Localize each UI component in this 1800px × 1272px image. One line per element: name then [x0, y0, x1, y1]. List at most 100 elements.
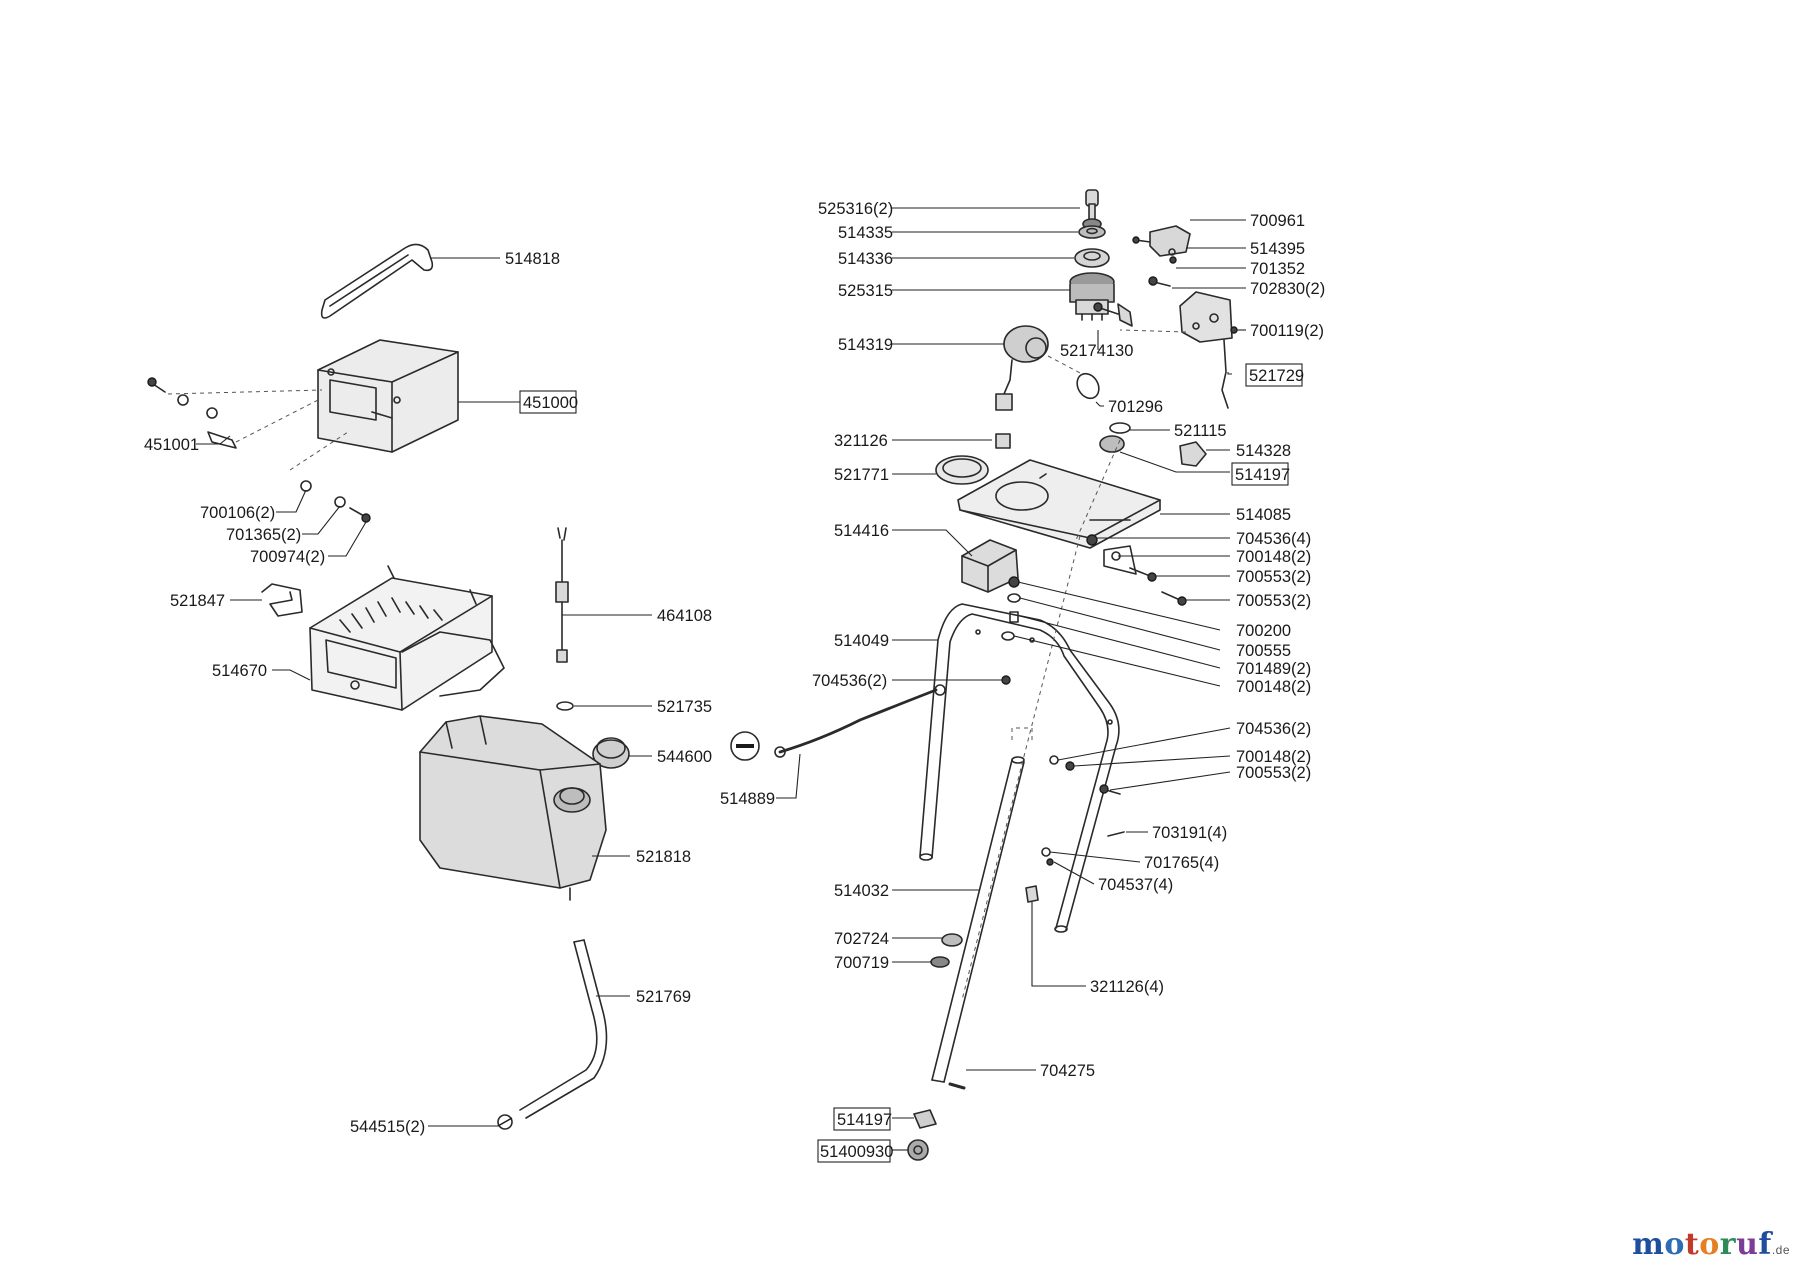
- logo-wordmark: motoruf: [1632, 1227, 1772, 1262]
- label-700553-c: 700553(2): [1236, 764, 1311, 782]
- plate-fasteners: [1075, 439, 1187, 606]
- logo-letter: u: [1736, 1227, 1759, 1262]
- label-514049: 514049: [834, 632, 889, 650]
- switch-plate-part: [1119, 291, 1238, 409]
- label-701352: 701352: [1250, 260, 1305, 278]
- label-700148-c: 700148(2): [1236, 748, 1311, 766]
- label-514670: 514670: [212, 662, 267, 680]
- label-521818: 521818: [636, 848, 691, 866]
- logo-letter: m: [1632, 1227, 1665, 1262]
- logo-domain-suffix: .de: [1771, 1243, 1790, 1257]
- label-514416: 514416: [834, 522, 889, 540]
- label-704275: 704275: [1040, 1062, 1095, 1080]
- label-464108: 464108: [657, 607, 712, 625]
- label-700553-a: 700553(2): [1236, 568, 1311, 586]
- label-701765: 701765(4): [1144, 854, 1219, 872]
- label-514335: 514335: [838, 224, 893, 242]
- nut-704536b-part: [1001, 675, 1011, 685]
- nut-514336-part: [1074, 248, 1110, 268]
- pin-704275-part: [948, 1082, 966, 1090]
- bracket-52174130-part: [1093, 302, 1133, 327]
- ring-514335-part: [1078, 225, 1106, 239]
- label-704536-2a: 704536(2): [812, 672, 887, 690]
- label-514197-top: 514197: [1235, 466, 1290, 484]
- clip-701296-part: [1047, 355, 1100, 400]
- fitting-321126-part: [995, 433, 1011, 449]
- label-700555: 700555: [1236, 642, 1291, 660]
- label-451000: 451000: [523, 394, 578, 412]
- handlebar-514049-part: [919, 603, 1120, 933]
- label-704536-2b: 704536(2): [1236, 720, 1311, 738]
- label-525316: 525316(2): [818, 200, 893, 218]
- hose-clamp-part: [497, 1114, 513, 1130]
- label-525315: 525315: [838, 282, 893, 300]
- label-704537: 704537(4): [1098, 876, 1173, 894]
- label-451001: 451001: [144, 436, 199, 454]
- part-labels: 514818 451000 451001 700106(2) 701365(2)…: [144, 200, 1325, 1161]
- column-514032-part: [931, 535, 1081, 1083]
- battery-tray-part: [309, 565, 505, 711]
- column-end-parts: [907, 1109, 937, 1161]
- label-514818: 514818: [505, 250, 560, 268]
- label-700148-a: 700148(2): [1236, 548, 1311, 566]
- battery-clamp-part: [147, 377, 323, 449]
- key-part: [1082, 189, 1102, 230]
- washer-521735-part: [556, 701, 574, 711]
- label-514319: 514319: [838, 336, 893, 354]
- leader-lines: [196, 207, 1246, 1151]
- fuel-tank-part: [419, 715, 607, 901]
- label-703191: 703191(4): [1152, 824, 1227, 842]
- label-521769: 521769: [636, 988, 691, 1006]
- ring-521115-part: [1099, 422, 1207, 467]
- label-700974: 700974(2): [250, 548, 325, 566]
- logo-letter: t: [1684, 1227, 1700, 1262]
- label-700148-b: 700148(2): [1236, 678, 1311, 696]
- clamp-514395-part: [1132, 225, 1191, 264]
- center-fasteners: [1001, 576, 1021, 641]
- label-boxes: [519, 363, 1303, 1163]
- label-701365: 701365(2): [226, 526, 301, 544]
- fuel-hose-part: [519, 939, 608, 1119]
- label-544600: 544600: [657, 748, 712, 766]
- logo-letter: o: [1664, 1227, 1685, 1262]
- logo-letter: r: [1719, 1227, 1737, 1262]
- column-bearings: [930, 933, 963, 968]
- label-521735: 521735: [657, 698, 712, 716]
- label-700719: 700719: [834, 954, 889, 972]
- label-321126: 321126: [834, 432, 888, 450]
- label-521771: 521771: [834, 466, 889, 484]
- logo-letter: f: [1758, 1227, 1772, 1262]
- label-52174130: 52174130: [1060, 342, 1133, 360]
- label-700119: 700119(2): [1250, 322, 1324, 340]
- label-704536-4: 704536(4): [1236, 530, 1311, 548]
- cable-514889-part: [730, 684, 946, 761]
- label-544515: 544515(2): [350, 1118, 425, 1136]
- label-702830: 702830(2): [1250, 280, 1325, 298]
- label-521847: 521847: [170, 592, 225, 610]
- logo-letter: o: [1699, 1227, 1720, 1262]
- console-plate-part: [957, 459, 1161, 549]
- label-700106: 700106(2): [200, 504, 275, 522]
- motoruf-logo: motoruf.de: [1632, 1227, 1790, 1262]
- label-701489: 701489(2): [1236, 660, 1311, 678]
- label-700200: 700200: [1236, 622, 1291, 640]
- sensor-part: [555, 527, 569, 663]
- tank-cap-part: [592, 737, 630, 769]
- label-514889: 514889: [720, 790, 775, 808]
- battery-clip-part: [261, 583, 303, 617]
- bolt-702830-part: [1148, 276, 1171, 287]
- label-514197-bottom: 514197: [837, 1111, 892, 1129]
- label-514328: 514328: [1236, 442, 1291, 460]
- buzzer-514319-part: [995, 325, 1049, 411]
- label-514336: 514336: [838, 250, 893, 268]
- ignition-switch-part: [1069, 272, 1115, 321]
- handlebar-fasteners-right: [1025, 755, 1125, 903]
- label-700961: 700961: [1250, 212, 1305, 230]
- label-702724: 702724: [834, 930, 889, 948]
- label-321126-4: 321126(4): [1090, 978, 1164, 996]
- battery-part: [317, 339, 459, 453]
- label-51400930: 51400930: [820, 1143, 893, 1161]
- label-700553-b: 700553(2): [1236, 592, 1311, 610]
- label-521115: 521115: [1174, 422, 1227, 440]
